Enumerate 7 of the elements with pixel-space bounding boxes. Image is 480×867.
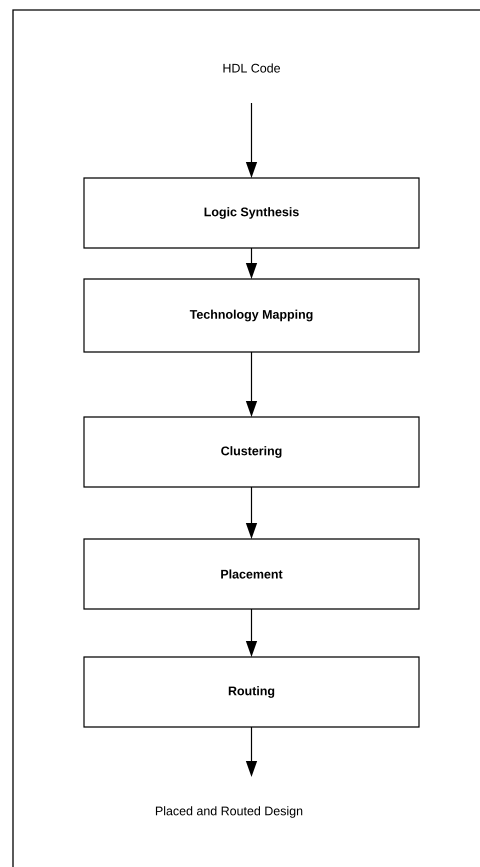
flow-label: Placed and Routed Design: [156, 806, 302, 818]
process-box: Technology Mapping: [83, 278, 420, 353]
process-box: Clustering: [83, 416, 420, 488]
flow-label: HDL Code: [223, 63, 280, 73]
process-box: Routing: [83, 656, 420, 728]
process-box: Logic Synthesis: [83, 177, 420, 249]
process-box: Placement: [83, 538, 420, 610]
